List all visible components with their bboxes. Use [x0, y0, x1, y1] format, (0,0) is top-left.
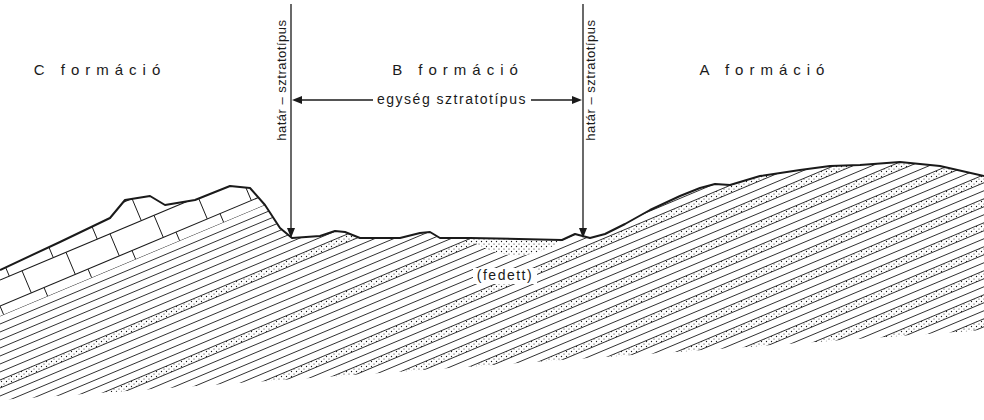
arrowhead — [292, 96, 302, 104]
boundary-arrow — [582, 4, 583, 230]
unit-stratotype-label: egység sztratotípus — [373, 92, 531, 107]
boundary-stratotype-label: határ – sztratotípus — [585, 19, 599, 140]
formation-label: B formáció — [392, 62, 524, 79]
arrowhead — [572, 96, 582, 104]
boundary-stratotype-label: határ – sztratotípus — [276, 19, 290, 140]
limestone-beds — [0, 0, 984, 328]
arrowhead — [287, 228, 295, 238]
ground-surface — [0, 162, 984, 270]
formation-label: A formáció — [700, 62, 831, 79]
formation-label: C formáció — [34, 62, 167, 79]
covered-label: (fedett) — [473, 268, 537, 283]
boundary-arrow — [290, 4, 291, 230]
arrowhead — [579, 228, 587, 238]
